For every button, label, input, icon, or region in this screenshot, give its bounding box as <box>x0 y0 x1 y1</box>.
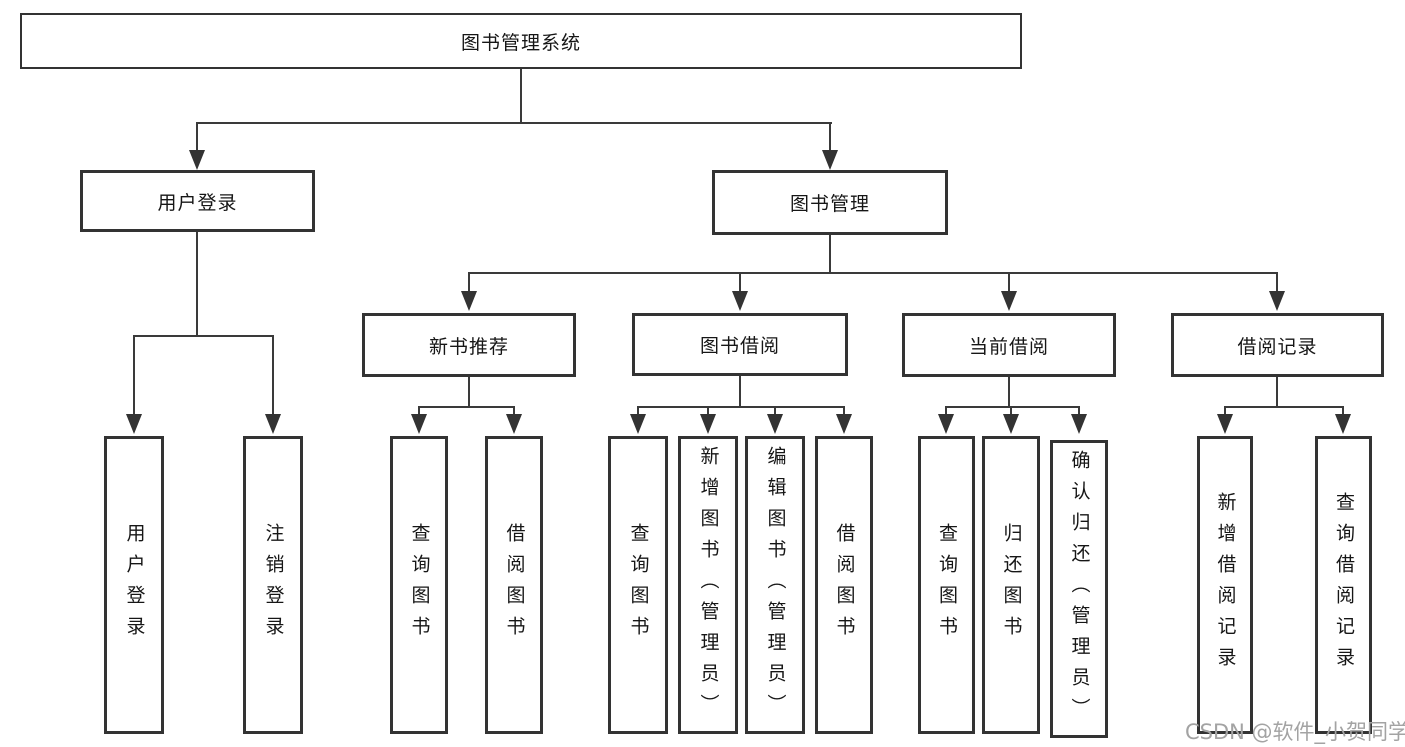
connector-line <box>520 69 522 124</box>
leaf-return-books-label: 归还图书 <box>1000 523 1023 647</box>
leaf-confirm-return-admin: 确认归还（管理员） <box>1050 440 1108 738</box>
connector-line <box>829 122 831 154</box>
connector-line <box>468 272 1278 274</box>
arrowhead-down-icon <box>411 414 427 434</box>
connector-line <box>196 122 198 154</box>
connector-line <box>1276 272 1278 294</box>
leaf-borrow-books-1: 借阅图书 <box>485 436 543 734</box>
connector-line <box>418 406 420 418</box>
leaf-add-books-admin-label: 新增图书（管理员） <box>697 445 720 725</box>
node-book-borrowing: 图书借阅 <box>632 313 848 376</box>
leaf-return-books: 归还图书 <box>982 436 1040 734</box>
leaf-add-borrow-record-label: 新增借阅记录 <box>1214 492 1237 678</box>
leaf-query-books-1-label: 查询图书 <box>408 523 431 647</box>
arrowhead-down-icon <box>732 291 748 311</box>
connector-line <box>739 272 741 294</box>
arrowhead-down-icon <box>822 150 838 170</box>
node-user-login-label: 用户登录 <box>157 191 238 214</box>
leaf-borrow-books-2: 借阅图书 <box>815 436 873 734</box>
arrowhead-down-icon <box>1335 414 1351 434</box>
connector-line <box>637 406 639 418</box>
arrowhead-down-icon <box>265 414 281 434</box>
node-book-borrowing-label: 图书借阅 <box>699 335 780 357</box>
connector-line <box>739 376 741 408</box>
connector-line <box>196 122 832 124</box>
arrowhead-down-icon <box>1003 414 1019 434</box>
connector-line <box>196 232 198 337</box>
connector-line <box>707 406 709 418</box>
arrowhead-down-icon <box>1269 291 1285 311</box>
connector-line <box>133 335 274 337</box>
arrowhead-down-icon <box>126 414 142 434</box>
connector-line <box>1008 377 1010 408</box>
node-current-borrowing-label: 当前借阅 <box>968 335 1049 358</box>
leaf-query-books-3: 查询图书 <box>918 436 975 734</box>
leaf-logout: 注销登录 <box>243 436 303 734</box>
arrowhead-down-icon <box>938 414 954 434</box>
leaf-edit-books-admin-label: 编辑图书（管理员） <box>764 445 787 725</box>
node-book-management: 图书管理 <box>712 170 948 235</box>
node-user-login: 用户登录 <box>80 170 315 232</box>
arrowhead-down-icon <box>836 414 852 434</box>
connector-line <box>1276 377 1278 408</box>
connector-line <box>1010 406 1012 418</box>
arrowhead-down-icon <box>189 150 205 170</box>
leaf-user-login-label: 用户登录 <box>123 523 146 647</box>
node-new-book-recommendation: 新书推荐 <box>362 313 576 377</box>
leaf-borrow-books-2-label: 借阅图书 <box>833 523 856 647</box>
leaf-confirm-return-admin-label: 确认归还（管理员） <box>1068 449 1091 729</box>
leaf-query-borrow-record: 查询借阅记录 <box>1315 436 1372 734</box>
arrowhead-down-icon <box>1217 414 1233 434</box>
csdn-watermark: CSDN @软件_小贺同学 <box>1185 720 1405 744</box>
arrowhead-down-icon <box>506 414 522 434</box>
connector-line <box>945 406 1080 408</box>
leaf-query-books-1: 查询图书 <box>390 436 448 734</box>
leaf-logout-label: 注销登录 <box>262 523 285 647</box>
connector-line <box>1008 272 1010 294</box>
connector-line <box>1224 406 1226 418</box>
arrowhead-down-icon <box>700 414 716 434</box>
connector-line <box>418 406 515 408</box>
leaf-edit-books-admin: 编辑图书（管理员） <box>745 436 805 734</box>
connector-line <box>829 235 831 274</box>
connector-line <box>945 406 947 418</box>
connector-line <box>133 335 135 417</box>
connector-line <box>843 406 845 418</box>
leaf-borrow-books-1-label: 借阅图书 <box>503 523 526 647</box>
leaf-user-login: 用户登录 <box>104 436 164 734</box>
arrowhead-down-icon <box>767 414 783 434</box>
connector-line <box>774 406 776 418</box>
node-new-book-recommendation-label: 新书推荐 <box>428 335 509 358</box>
leaf-query-books-2: 查询图书 <box>608 436 668 734</box>
connector-line <box>513 406 515 418</box>
arrowhead-down-icon <box>1071 414 1087 434</box>
node-root: 图书管理系统 <box>20 13 1022 69</box>
leaf-query-books-3-label: 查询图书 <box>936 523 958 647</box>
node-borrowing-records: 借阅记录 <box>1171 313 1384 377</box>
connector-line <box>637 406 845 408</box>
connector-line <box>1078 406 1080 418</box>
leaf-query-borrow-record-label: 查询借阅记录 <box>1333 492 1355 678</box>
connector-line <box>468 272 470 294</box>
connector-line <box>468 377 470 408</box>
arrowhead-down-icon <box>630 414 646 434</box>
leaf-add-books-admin: 新增图书（管理员） <box>678 436 738 734</box>
arrowhead-down-icon <box>461 291 477 311</box>
node-current-borrowing: 当前借阅 <box>902 313 1116 377</box>
node-borrowing-records-label: 借阅记录 <box>1237 335 1318 358</box>
connector-line <box>1342 406 1344 418</box>
arrowhead-down-icon <box>1001 291 1017 311</box>
leaf-add-borrow-record: 新增借阅记录 <box>1197 436 1253 734</box>
connector-line <box>272 335 274 417</box>
connector-line <box>1224 406 1344 408</box>
node-book-management-label: 图书管理 <box>789 193 870 215</box>
node-root-label: 图书管理系统 <box>460 31 581 54</box>
leaf-query-books-2-label: 查询图书 <box>627 523 650 647</box>
